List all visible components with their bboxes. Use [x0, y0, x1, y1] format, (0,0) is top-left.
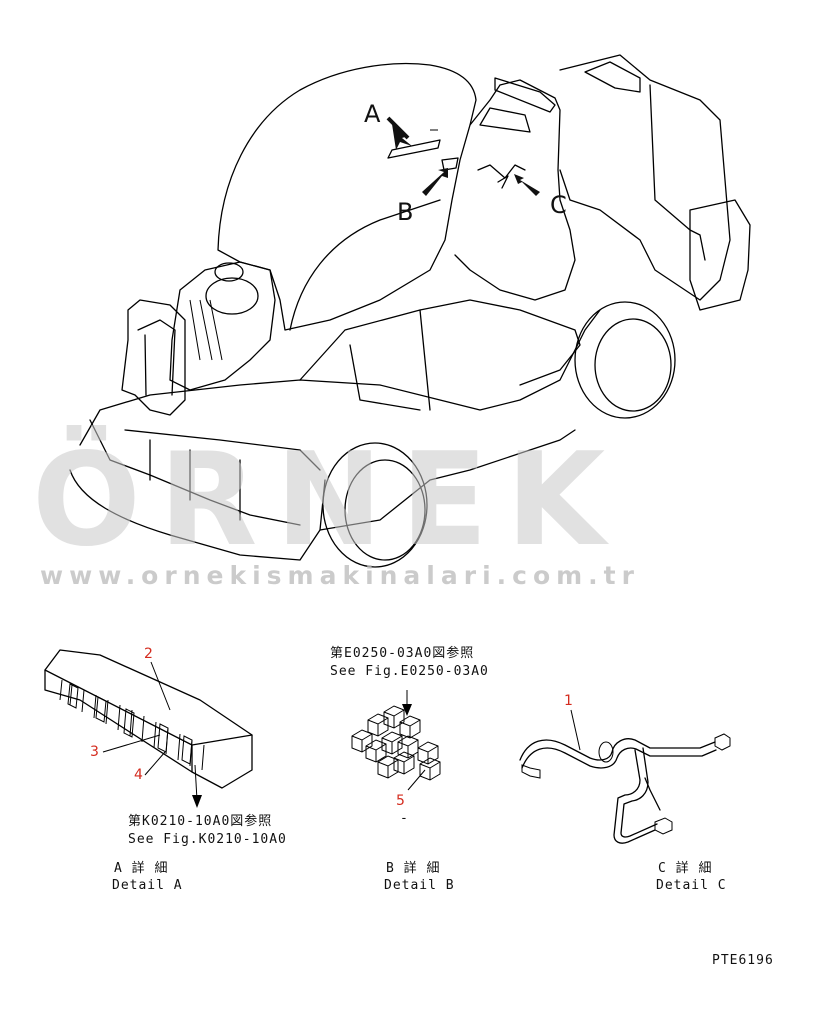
detail-b-caption-en: Detail B — [384, 878, 455, 893]
detail-b-item-5: 5 — [396, 793, 405, 809]
drawing-code: PTE6196 — [712, 953, 774, 968]
detail-a-drawing — [44, 649, 253, 789]
detail-a-caption-jp: A 詳 細 — [114, 860, 168, 876]
detail-a-leaders — [102, 661, 202, 808]
detail-c-drawing — [519, 709, 731, 844]
detail-b-caption-jp: B 詳 細 — [386, 860, 440, 876]
callout-label-c: C — [550, 191, 567, 219]
detail-c-item-1: 1 — [564, 693, 573, 709]
watermark-url: www.ornekismakinalari.com.tr — [40, 561, 640, 590]
callout-label-b: B — [397, 198, 413, 226]
detail-a-item-3: 3 — [90, 744, 99, 760]
machine-overview — [69, 54, 751, 568]
detail-b-drawing — [351, 690, 441, 791]
detail-a-caption-en: Detail A — [112, 878, 183, 893]
detail-c-caption-en: Detail C — [656, 878, 727, 893]
detail-b-reference-en: See Fig.E0250-03A0 — [330, 664, 489, 679]
callout-arrows — [386, 116, 540, 196]
watermark-brand: ÖRNEK — [32, 425, 623, 575]
detail-b-mark: - — [400, 811, 409, 826]
callout-label-a: A — [364, 100, 381, 128]
detail-a-reference-jp: 第K0210-10A0図参照 — [128, 813, 272, 829]
detail-a-reference-en: See Fig.K0210-10A0 — [128, 832, 287, 847]
detail-b-reference-jp: 第E0250-03A0図参照 — [330, 645, 474, 661]
detail-a-item-4: 4 — [134, 767, 143, 783]
detail-c-caption-jp: C 詳 細 — [658, 860, 712, 876]
detail-a-item-2: 2 — [144, 646, 153, 662]
